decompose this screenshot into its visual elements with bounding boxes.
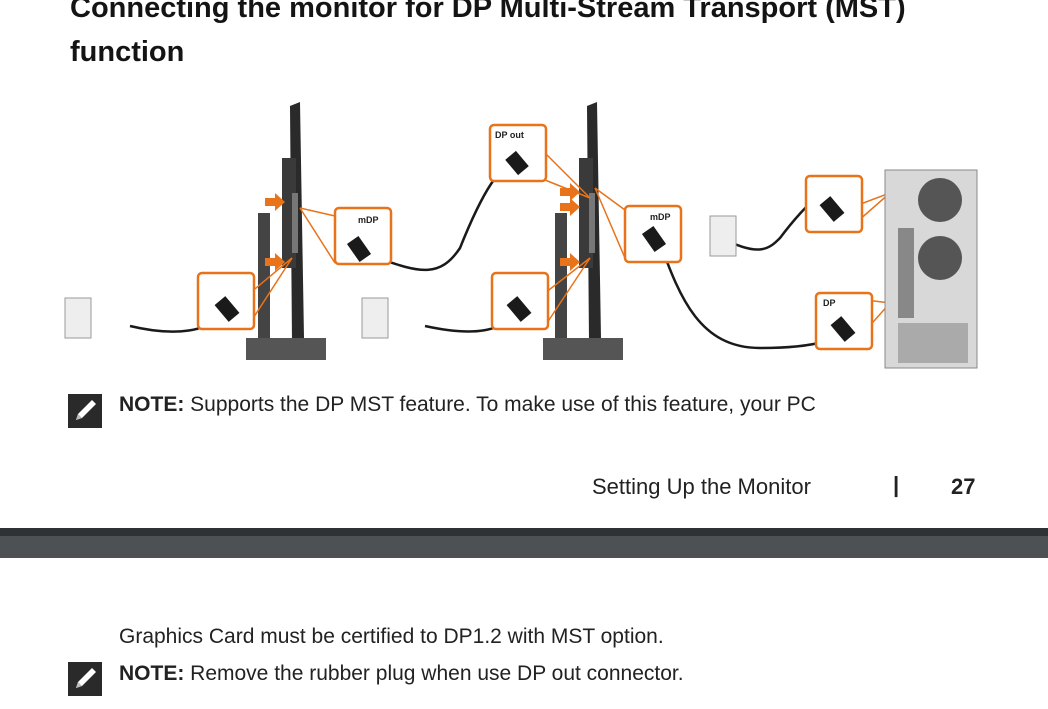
footer-separator: | <box>893 472 900 497</box>
arrow-icon <box>560 253 580 271</box>
orange-arrows <box>265 183 580 271</box>
callout-mdp-1 <box>333 206 393 266</box>
pencil-note-icon <box>68 394 102 428</box>
arrow-icon <box>560 198 580 216</box>
wall-outlets <box>64 215 737 339</box>
monitor-2-base <box>543 338 623 360</box>
page-number: 27 <box>951 474 976 499</box>
section-title: Connecting the monitor for DP Multi-Stre… <box>70 0 906 68</box>
note-2-label: NOTE: <box>119 662 185 685</box>
arrow-icon <box>265 193 285 211</box>
pc-slots <box>898 323 968 363</box>
monitor-2-ports <box>589 193 595 253</box>
mst-connection-diagram: mDP DP out mDP DP <box>64 102 978 369</box>
note-2: NOTE: Remove the rubber plug when use DP… <box>119 662 684 686</box>
callout-dp-out <box>488 123 548 183</box>
wall-outlet-icon <box>64 297 92 339</box>
monitor-2 <box>543 102 623 360</box>
label-mdp-1: mDP <box>358 215 379 225</box>
pc-io-panel <box>898 228 914 318</box>
monitor-1-base <box>246 338 326 360</box>
continued-note-text: Graphics Card must be certified to DP1.2… <box>119 625 664 648</box>
page-gap-shadow <box>0 528 1048 536</box>
pc-tower <box>884 169 978 369</box>
page-gap <box>0 528 1048 558</box>
wall-outlet-icon <box>709 215 737 257</box>
note-1: NOTE: Supports the DP MST feature. To ma… <box>119 393 816 417</box>
arrow-icon <box>560 183 580 201</box>
label-mdp-2: mDP <box>650 212 671 222</box>
footer-section-name: Setting Up the Monitor <box>592 474 811 499</box>
note-1-text: Supports the DP MST feature. To make use… <box>184 393 816 416</box>
label-dp-pc: DP <box>823 298 836 308</box>
pencil-note-icon <box>68 662 102 696</box>
note-1-label: NOTE: <box>119 393 185 416</box>
manual-page-27: Connecting the monitor for DP Multi-Stre… <box>64 0 978 499</box>
monitor-1-ports <box>292 193 298 253</box>
monitor-2-stand <box>555 213 567 341</box>
manual-page-28 <box>0 558 1048 709</box>
pc-fan-1 <box>918 178 962 222</box>
arrow-icon <box>265 253 285 271</box>
callout-lines <box>249 152 891 349</box>
monitor-1-stand <box>258 213 270 341</box>
connectors <box>214 150 856 342</box>
wall-outlet-icon <box>361 297 389 339</box>
pc-fan-2 <box>918 236 962 280</box>
note-2-text: Remove the rubber plug when use DP out c… <box>184 662 684 685</box>
label-dp-out: DP out <box>495 130 524 140</box>
monitor-1 <box>246 102 326 360</box>
